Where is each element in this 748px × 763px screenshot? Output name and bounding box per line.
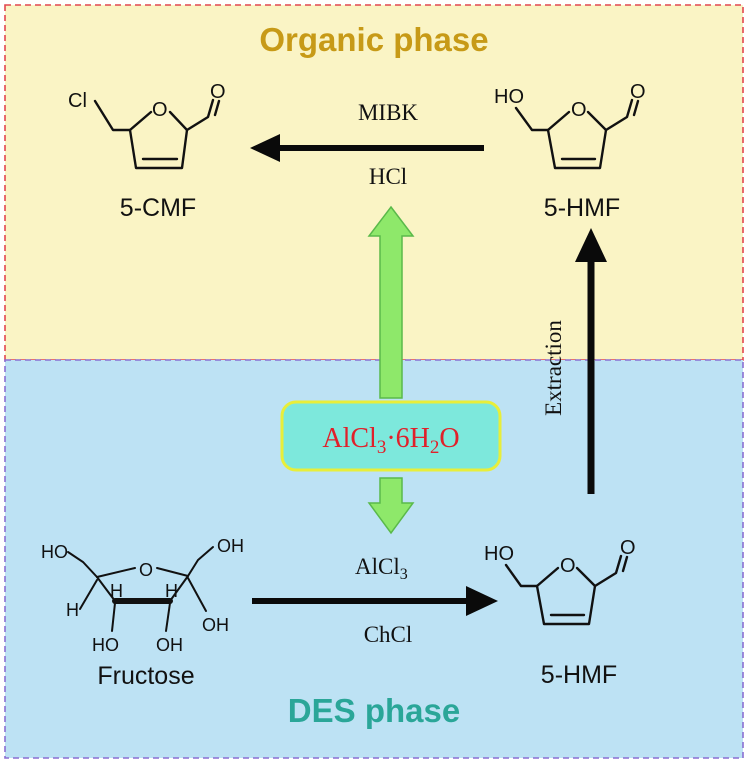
reagent-alcl3: AlCl3 xyxy=(355,554,408,583)
molecule-5-hmf-bottom: HO O O 5-HMF xyxy=(484,537,636,689)
green-arrow-up xyxy=(367,205,415,399)
hydrogen-mid-2: H xyxy=(165,581,178,601)
chlorine-atom: Cl xyxy=(68,90,87,112)
aldehyde-oxygen: O xyxy=(630,81,646,103)
reaction-arrow-top: MIBK HCl xyxy=(250,100,484,189)
molecule-5-cmf: Cl O O 5-CMF xyxy=(68,81,226,222)
molecule-name-5-hmf-bottom: 5-HMF xyxy=(541,661,617,689)
molecule-fructose: HO OH O H H H HO OH OH Fructose xyxy=(41,536,244,690)
extraction-arrow: Extraction xyxy=(541,228,607,494)
reagent-mibk: MIBK xyxy=(358,100,418,125)
ring-oxygen: O xyxy=(571,99,587,121)
ring-oxygen: O xyxy=(152,99,168,121)
aldehyde-oxygen: O xyxy=(210,81,226,103)
ring-oxygen: O xyxy=(560,555,576,577)
reagent-hcl: HCl xyxy=(369,164,407,189)
reagent-chcl: ChCl xyxy=(364,622,413,647)
des-phase-title: DES phase xyxy=(288,692,460,729)
hydrogen-left: H xyxy=(66,600,79,620)
organic-phase-panel xyxy=(4,4,744,361)
hydroxyl-left: HO xyxy=(41,542,68,562)
molecule-name-5-cmf: 5-CMF xyxy=(120,194,196,222)
molecule-5-hmf-top: HO O O 5-HMF xyxy=(494,81,646,222)
catalyst-formula: AlCl3·6H2O xyxy=(322,423,459,458)
hydroxyl-group: HO xyxy=(494,86,524,108)
hydroxyl-group: HO xyxy=(484,543,514,565)
hydroxyl-right: OH xyxy=(217,536,244,556)
hydroxyl-bottom-mid: OH xyxy=(156,635,183,655)
organic-phase-title: Organic phase xyxy=(259,21,488,58)
hydroxyl-bottom-right: OH xyxy=(202,615,229,635)
hydrogen-mid-1: H xyxy=(110,581,123,601)
extraction-label: Extraction xyxy=(541,320,566,416)
catalyst-box: AlCl3·6H2O xyxy=(280,400,502,472)
reaction-arrow-bottom: AlCl3 ChCl xyxy=(252,554,498,647)
molecule-name-5-hmf-top: 5-HMF xyxy=(544,194,620,222)
green-arrow-down xyxy=(367,477,415,535)
molecule-name-fructose: Fructose xyxy=(97,662,194,690)
ring-oxygen: O xyxy=(139,560,153,580)
hydroxyl-bottom-left: HO xyxy=(92,635,119,655)
aldehyde-oxygen: O xyxy=(620,537,636,559)
